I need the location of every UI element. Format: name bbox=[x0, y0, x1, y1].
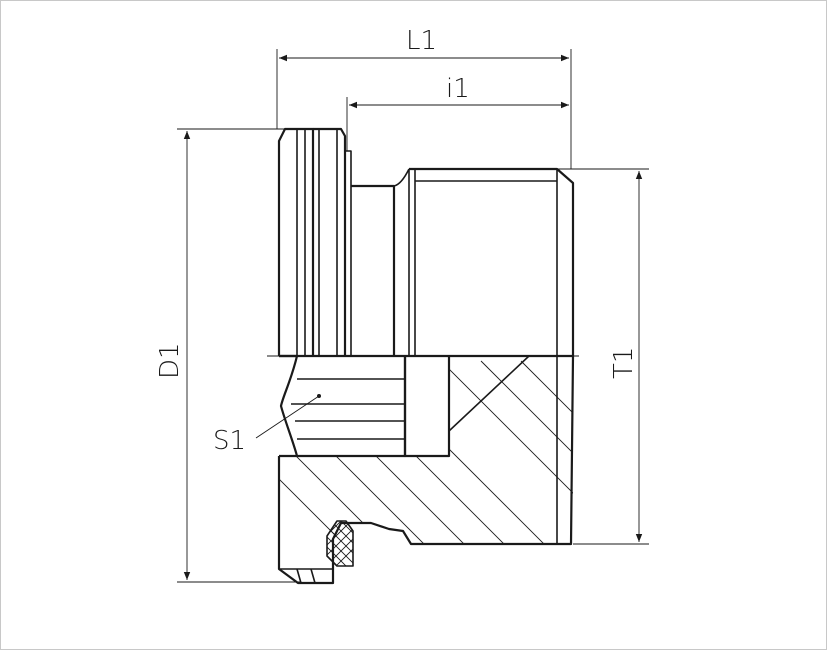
label-i1: i1 bbox=[446, 74, 470, 104]
label-S1: S1 bbox=[213, 426, 246, 456]
dimension-D1: D1 bbox=[155, 128, 301, 583]
plug-exterior-view bbox=[277, 127, 575, 356]
seal-ring bbox=[327, 521, 353, 566]
dimension-L1: L1 bbox=[276, 26, 572, 169]
dimension-i1: i1 bbox=[346, 74, 569, 151]
label-D1: D1 bbox=[155, 342, 185, 379]
label-T1: T1 bbox=[609, 347, 639, 379]
plug-section-view bbox=[277, 354, 575, 585]
label-L1: L1 bbox=[406, 26, 437, 56]
dimension-T1: T1 bbox=[557, 168, 649, 545]
label-S1-group: S1 bbox=[213, 394, 321, 456]
